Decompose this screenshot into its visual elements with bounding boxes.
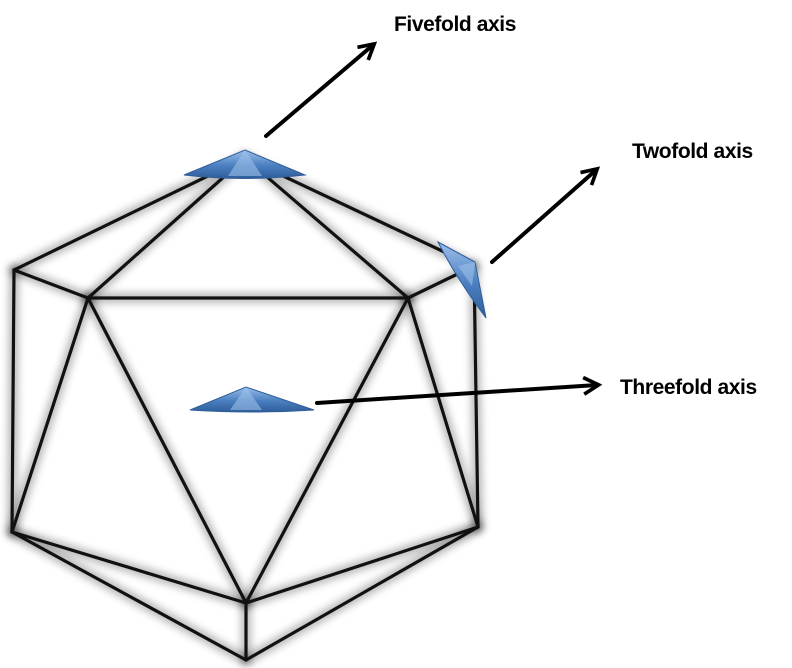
edge (10, 296, 90, 534)
threefold-axis-label: Threefold axis (620, 376, 757, 399)
ellipse-axis-marker-icon (436, 240, 487, 319)
edge (406, 296, 480, 529)
pentagon-axis-marker-icon (183, 149, 307, 179)
edge (244, 296, 410, 605)
edge (86, 156, 247, 300)
twofold-arrow (490, 170, 596, 264)
edge (10, 530, 248, 605)
threefold-arrow (315, 385, 597, 405)
twofold-axis-label: Twofold axis (632, 140, 753, 163)
edge (472, 264, 480, 529)
edge (86, 296, 248, 605)
edge (12, 268, 90, 300)
axis-markers (183, 149, 487, 413)
edge (10, 530, 248, 662)
axis-arrows (264, 45, 597, 405)
edge (244, 525, 480, 662)
fivefold-axis-label: Fivefold axis (394, 13, 517, 36)
edge (243, 156, 410, 300)
edge (10, 268, 16, 534)
triangle-axis-marker-icon (189, 386, 315, 413)
edge (244, 525, 480, 605)
fivefold-arrow (264, 45, 373, 138)
